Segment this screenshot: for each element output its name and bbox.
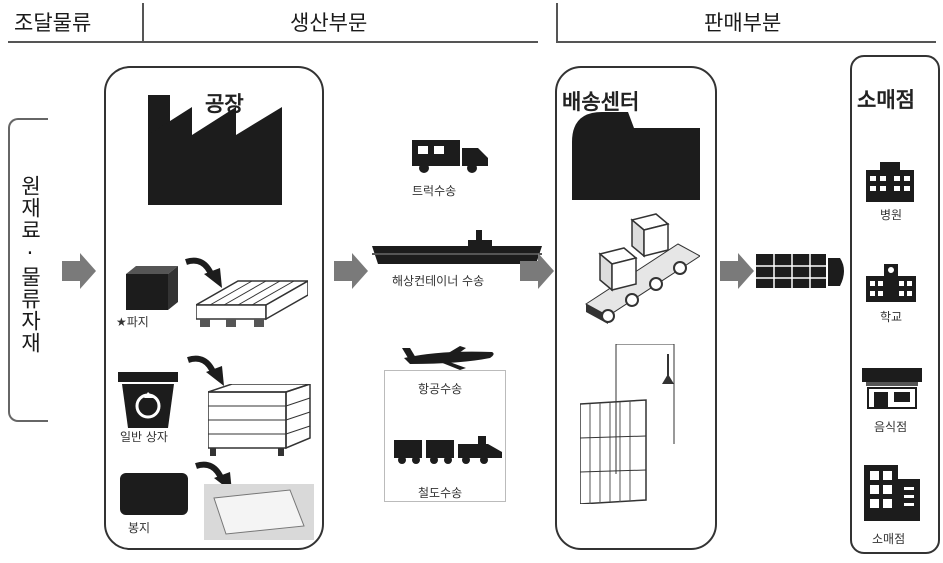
warehouse-icon <box>572 112 700 200</box>
arrow-right-icon <box>720 253 754 289</box>
transport-label-truck: 트럭수송 <box>412 184 457 198</box>
distribution-center-title: 배송센터 <box>562 90 640 114</box>
header-procurement: 조달물류 <box>14 11 92 35</box>
roll-cage-icon <box>580 344 675 504</box>
factory-title: 공장 <box>205 92 244 116</box>
arrow-right-icon <box>520 253 554 289</box>
truck-icon <box>412 140 488 173</box>
curved-arrow-icon <box>185 257 222 288</box>
school-icon <box>866 264 916 302</box>
retail-label-restaurant: 음식점 <box>874 420 908 434</box>
retail-label-store: 소매점 <box>872 532 906 546</box>
store-icon <box>864 465 920 521</box>
sheet-icon <box>204 484 314 540</box>
retail-title: 소매점 <box>857 88 915 112</box>
transport-label-rail: 철도수송 <box>418 486 463 500</box>
header-underline-left <box>8 41 538 43</box>
transport-label-ship: 해상컨테이너 수송 <box>392 274 485 288</box>
arrow-right-icon <box>62 253 96 289</box>
factory-item-label: 봉지 <box>128 521 151 535</box>
header-sales: 판매부분 <box>704 11 782 35</box>
basket-icon <box>208 384 311 456</box>
header-divider-2 <box>556 3 558 43</box>
airplane-icon <box>402 346 494 370</box>
ship-icon <box>372 230 542 264</box>
hospital-icon <box>866 162 914 202</box>
factory-icon <box>148 95 282 205</box>
raw-materials-label: 원재료·물류자재 <box>18 175 42 354</box>
retail-label-school: 학교 <box>880 310 903 324</box>
arrow-right-icon <box>334 253 368 289</box>
header-underline-right <box>556 41 936 43</box>
header-production: 생산부문 <box>290 11 368 35</box>
truck-rear-icon <box>756 254 844 288</box>
bag-icon <box>120 473 188 515</box>
restaurant-icon <box>862 368 922 409</box>
factory-item-label: 일반 상자 <box>120 430 168 444</box>
raw-materials-bracket <box>8 118 48 422</box>
retail-label-hospital: 병원 <box>880 208 903 222</box>
box-icon <box>126 266 178 310</box>
transport-box <box>384 370 506 502</box>
header-divider <box>142 3 144 43</box>
recycle-bin-icon <box>118 372 178 428</box>
transport-label-air: 항공수송 <box>418 382 463 396</box>
pallet-icon <box>196 280 308 327</box>
conveyor-icon <box>585 213 700 324</box>
train-icon <box>394 436 502 464</box>
curved-arrow-icon <box>187 355 224 386</box>
factory-item-label: ★파지 <box>116 315 149 329</box>
